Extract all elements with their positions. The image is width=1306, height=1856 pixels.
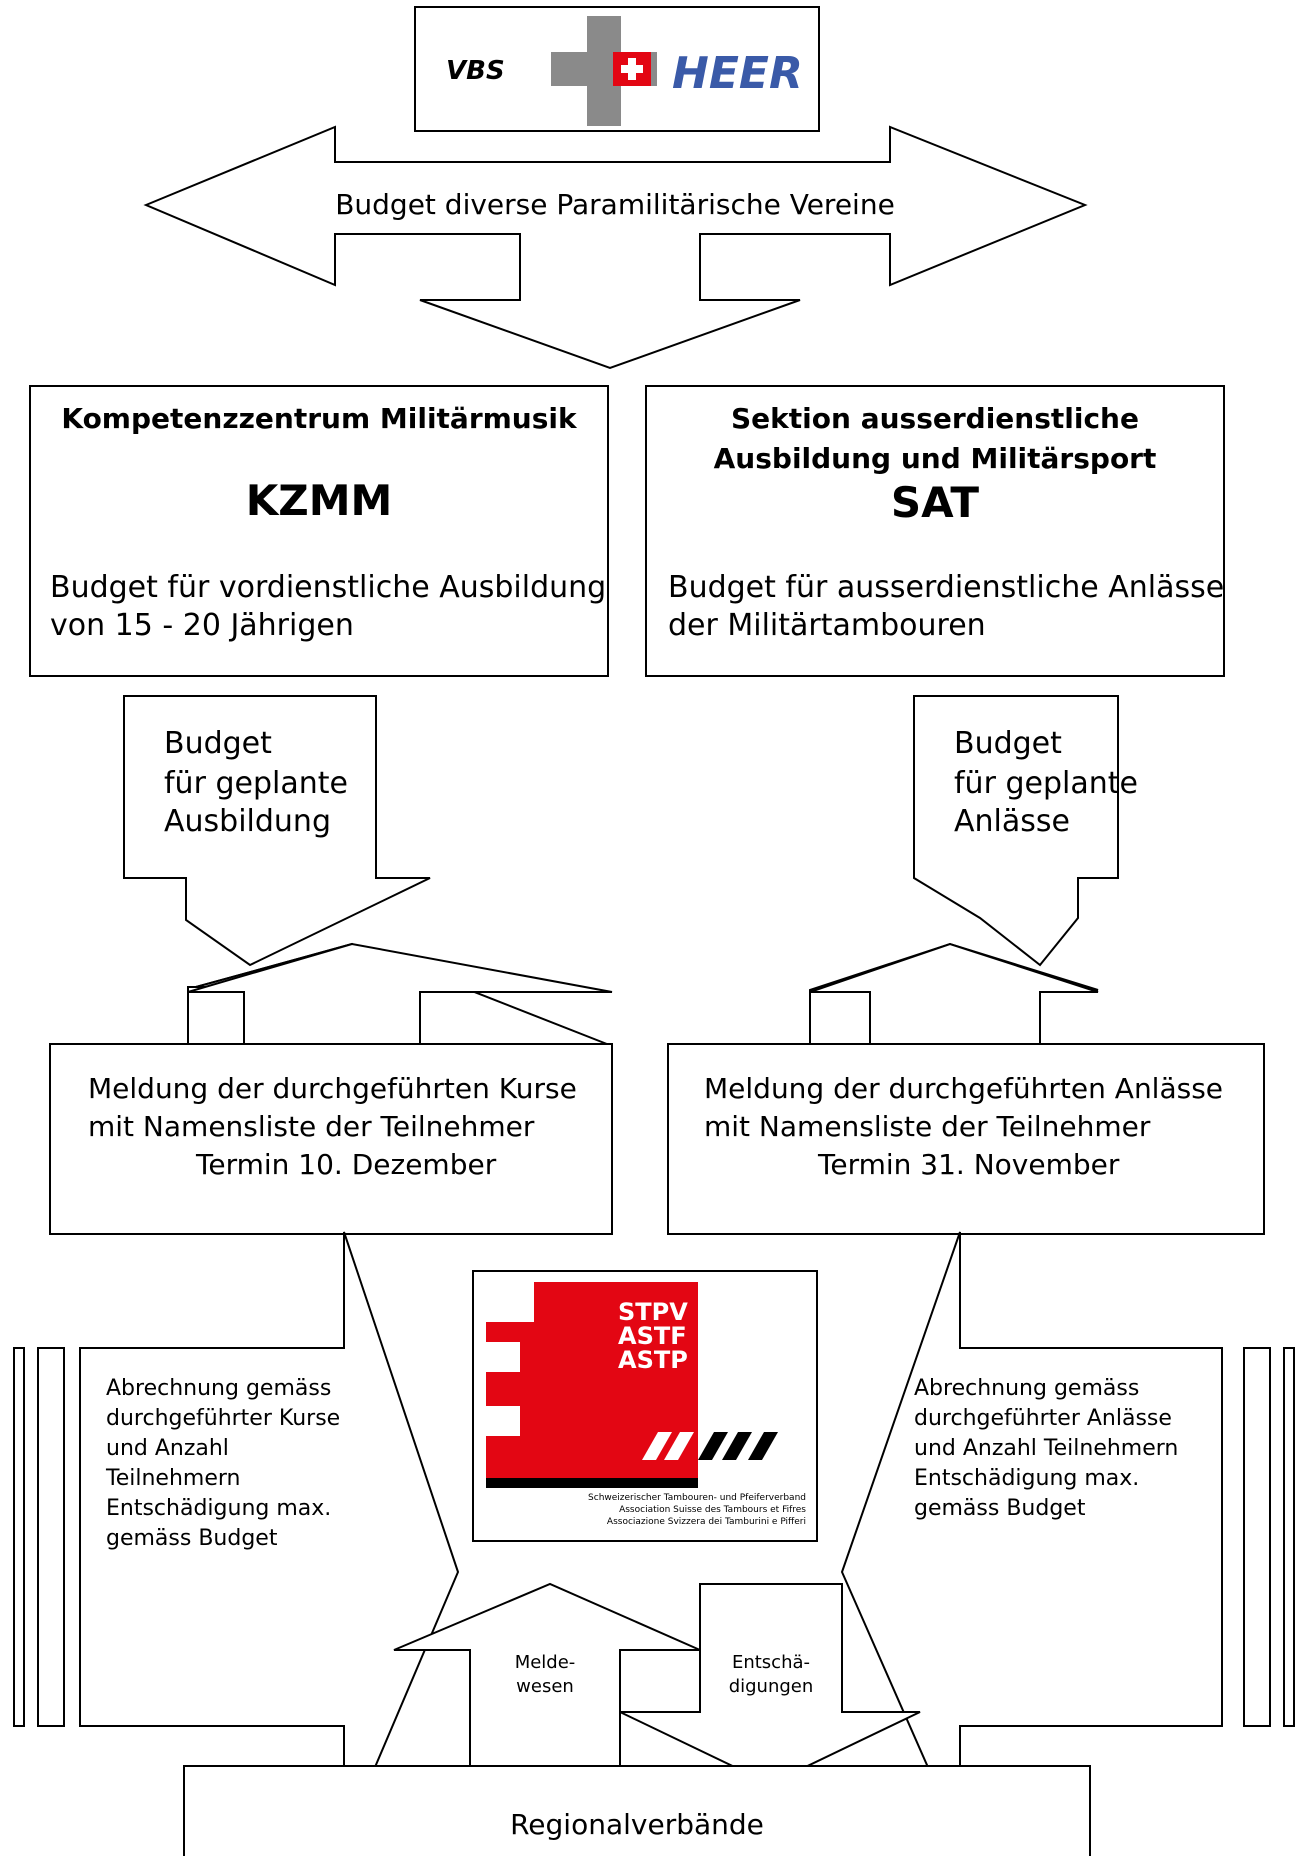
sat-heading-line-1: Sektion ausserdienstliche [731, 402, 1139, 435]
entschaedigungen-line-1: Entschä- [731, 1652, 811, 1673]
right-report-line-3: Termin 31. November [818, 1148, 1120, 1181]
stpv-code-2: ASTF [618, 1322, 687, 1350]
right-budget-line-3: Anlässe [954, 804, 1070, 839]
left-budget-line-1: Budget [164, 726, 272, 761]
left-settlement-line: Entschädigung max. [106, 1496, 332, 1521]
vbs-heer-logo: VBS HEER [414, 6, 820, 132]
left-budget-arrow [123, 695, 431, 967]
sat-desc-line-1: Budget für ausserdienstliche Anlässe [668, 570, 1225, 605]
left-settlement-line: durchgeführter Kurse [106, 1406, 341, 1431]
right-settlement-line: Abrechnung gemäss [914, 1376, 1140, 1401]
left-bar-inner [37, 1347, 65, 1727]
stpv-logo: STPV ASTF ASTP Schweizerischer Tambouren… [472, 1270, 818, 1542]
meldewesen-line-2: wesen [516, 1676, 574, 1697]
left-settlement-line: Abrechnung gemäss [106, 1376, 332, 1401]
kzmm-desc-line-1: Budget für vordienstliche Ausbildung [50, 570, 607, 605]
left-report-line-1: Meldung der durchgeführten Kurse [88, 1072, 577, 1105]
right-settlement-line: durchgeführter Anlässe [914, 1406, 1172, 1431]
right-up-head [809, 942, 1099, 1047]
left-bar-outer [13, 1347, 25, 1727]
stpv-code-3: ASTP [618, 1346, 688, 1374]
right-settlement-text: Abrechnung gemäss durchgeführter Anlässe… [914, 1374, 1178, 1524]
right-bar-outer [1283, 1347, 1295, 1727]
right-settlement-arrow [840, 1231, 1223, 1841]
left-settlement-line: gemäss Budget [106, 1526, 278, 1551]
right-settlement-line: und Anzahl Teilnehmern [914, 1436, 1179, 1461]
right-bar-inner [1243, 1347, 1271, 1727]
right-report-line-2: mit Namensliste der Teilnehmer [704, 1110, 1151, 1143]
left-settlement-line: Teilnehmern [106, 1466, 241, 1491]
sat-acronym: SAT [890, 478, 980, 527]
sat-box [645, 385, 1225, 677]
swiss-cross-icon [551, 16, 657, 126]
left-report-line-3: Termin 10. Dezember [196, 1148, 497, 1181]
entschaedigungen-down-arrow [619, 1583, 921, 1786]
sat-heading-line-2: Ausbildung und Militärsport [713, 442, 1157, 475]
kzmm-heading: Kompetenzzentrum Militärmusik [61, 402, 577, 435]
stpv-graphic-icon [486, 1282, 778, 1488]
left-settlement-text: Abrechnung gemäss durchgeführter Kurse u… [106, 1374, 340, 1554]
right-settlement-line: Entschädigung max. [914, 1466, 1140, 1491]
left-report-box [49, 1043, 613, 1235]
top-arrow-label: Budget diverse Paramilitärische Vereine [335, 188, 895, 221]
meldewesen-line-1: Melde- [514, 1652, 576, 1673]
kzmm-box [29, 385, 609, 677]
entschaedigungen-line-2: digungen [728, 1676, 814, 1697]
vbs-logo-text: VBS [446, 56, 505, 86]
sat-desc-line-2: der Militärtambouren [668, 608, 986, 643]
right-budget-line-2: für geplante [954, 766, 1138, 801]
stpv-code-1: STPV [618, 1298, 688, 1326]
stpv-caption-3: Associazione Svizzera dei Tamburini e Pi… [606, 1517, 806, 1527]
right-budget-line-1: Budget [954, 726, 1062, 761]
left-budget-line-2: für geplante [164, 766, 348, 801]
stpv-caption-2: Association Suisse des Tambours et Fifre… [619, 1505, 806, 1515]
top-budget-arrow [143, 125, 1088, 370]
regionalverbaende-box [183, 1765, 1091, 1856]
stpv-caption-1: Schweizerischer Tambouren- und Pfeiferve… [588, 1493, 806, 1503]
left-up-head [187, 942, 613, 1047]
kzmm-acronym: KZMM [245, 476, 393, 525]
right-budget-arrow [913, 695, 1119, 967]
kzmm-desc-line-2: von 15 - 20 Jährigen [50, 608, 354, 643]
left-settlement-line: und Anzahl [106, 1436, 229, 1461]
right-report-line-1: Meldung der durchgeführten Anlässe [704, 1072, 1224, 1105]
left-report-line-2: mit Namensliste der Teilnehmer [88, 1110, 535, 1143]
left-settlement-arrow [79, 1231, 460, 1841]
heer-logo-text: HEER [672, 48, 803, 99]
regionalverbaende-label: Regionalverbände [510, 1808, 764, 1841]
left-budget-line-3: Ausbildung [164, 804, 331, 839]
right-report-box [667, 1043, 1265, 1235]
right-settlement-line: gemäss Budget [914, 1496, 1086, 1521]
